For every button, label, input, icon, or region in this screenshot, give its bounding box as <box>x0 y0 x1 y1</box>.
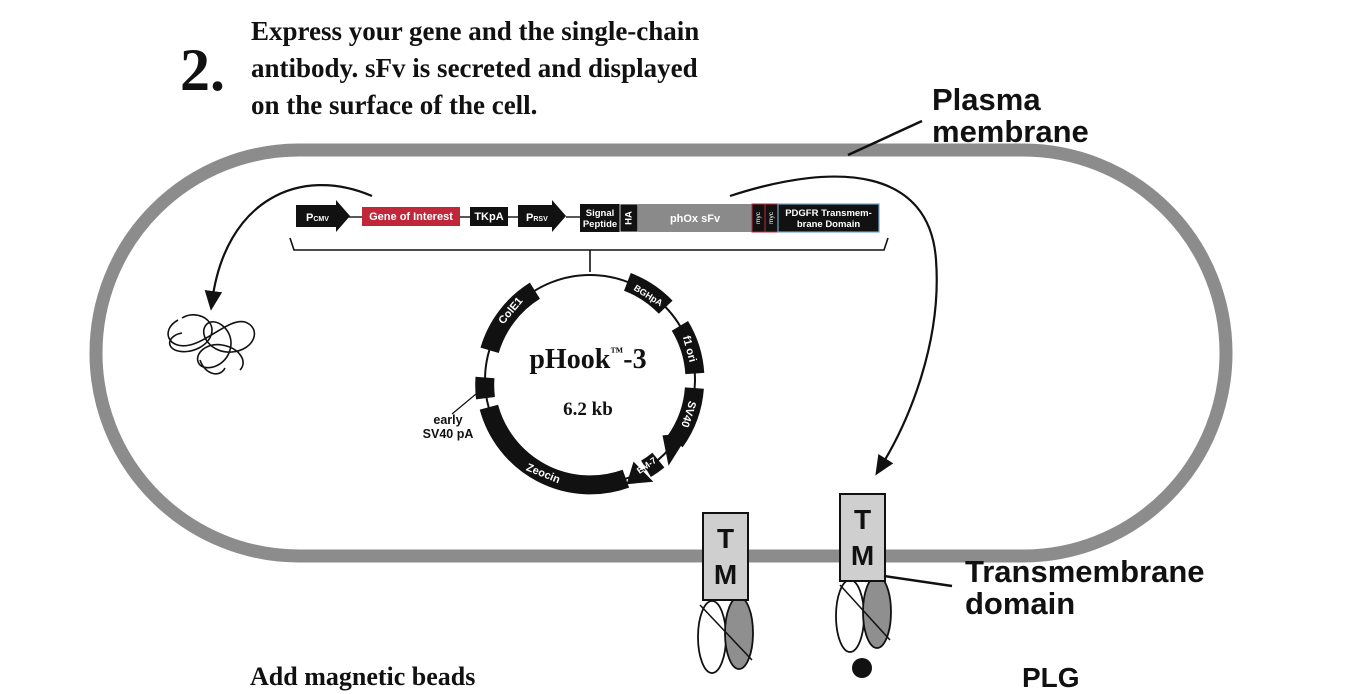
tm-label-line1: Transmembrane <box>965 554 1205 589</box>
pdgfr-line2: brane Domain <box>797 219 861 230</box>
diagram-svg: PCMV Gene of Interest TKpA PRSV Signal P… <box>89 119 1233 678</box>
phox-sfv-label: phOx sFv <box>670 213 721 225</box>
bottom-partial-label: PLG <box>1022 662 1080 693</box>
em7-arrowhead <box>626 461 654 485</box>
bottom-partial-heading: Add magnetic beads <box>250 662 476 691</box>
step-heading: Express your gene and the single-chain a… <box>251 13 771 124</box>
cell-membrane <box>89 143 1233 563</box>
plasma-membrane-label: Plasma membrane <box>932 84 1089 148</box>
transmembrane-pointer <box>883 574 953 588</box>
heading-line-1: Express your gene and the single-chain <box>251 16 700 46</box>
f1ori-arc <box>671 320 705 375</box>
tm-construct-right: T M <box>835 493 892 678</box>
plasma-membrane-pointer <box>847 119 923 157</box>
construct-bracket <box>289 237 889 251</box>
figure: PCMV Gene of Interest TKpA PRSV Signal P… <box>89 13 1233 693</box>
early-label: early <box>433 413 462 427</box>
construct-map: PCMV Gene of Interest TKpA PRSV Signal P… <box>296 200 880 233</box>
tm-m-right: M <box>851 540 874 571</box>
sv40pa-label: SV40 pA <box>423 427 474 441</box>
tm-t-left: T <box>717 523 734 554</box>
phox-sfv-box <box>638 204 752 232</box>
tm-box-right <box>839 493 886 582</box>
antibody-white-right <box>835 579 865 653</box>
heading-line-2: antibody. sFv is secreted and displayed <box>251 53 698 83</box>
zeocin-arc <box>479 404 630 495</box>
tm-label-line2: domain <box>965 586 1076 621</box>
plasma-label-line2: membrane <box>932 114 1089 149</box>
signal-peptide-line2: Peptide <box>583 219 617 230</box>
prsv-label: P <box>526 212 533 224</box>
bghpa-arc <box>623 273 673 315</box>
sv40-arrowhead <box>662 433 689 466</box>
tm-construct-left: T M <box>697 512 754 674</box>
tm-box-left <box>702 512 749 601</box>
pdgfr-line1: PDGFR Transmem- <box>785 208 872 219</box>
em7-arc <box>640 452 665 477</box>
pcmv-promoter: PCMV <box>296 200 350 232</box>
signal-peptide-line1: Signal <box>586 208 615 219</box>
tm-m-left: M <box>714 559 737 590</box>
gene-of-interest-label: Gene of Interest <box>369 211 453 223</box>
prsv-sub: RSV <box>533 216 548 223</box>
myc-label-1: myc <box>755 211 762 224</box>
gene-of-interest-box <box>362 207 460 226</box>
cole1-arc <box>480 282 541 354</box>
pcmv-label: P <box>306 212 313 224</box>
heading-line-3: on the surface of the cell. <box>251 90 538 120</box>
pdgfr-box <box>777 203 880 233</box>
antibody-slash-right <box>839 584 891 641</box>
svg-text:PRSV: PRSV <box>526 212 548 224</box>
plasma-label-line1: Plasma <box>932 82 1041 117</box>
plasmid-name: pHook™-3 <box>529 344 646 375</box>
plasmid-name-main: pHook <box>529 344 610 375</box>
tm-t-right: T <box>854 504 871 535</box>
arrow-to-protein <box>204 183 373 311</box>
antibody-gray-left <box>724 596 754 670</box>
antibody-white-left <box>697 600 727 674</box>
antibody-slash-left <box>699 604 753 661</box>
pcmv-sub: CMV <box>313 216 329 223</box>
early-sv40pa-pointer <box>451 393 477 415</box>
protein-tangle <box>167 314 256 375</box>
plasmid-size: 6.2 kb <box>563 399 613 420</box>
tkpa-label: TKpA <box>474 211 503 223</box>
myc-label-2: myc <box>768 211 775 224</box>
early-sv40pa-arc <box>475 376 495 400</box>
step-number: 2. <box>180 37 225 103</box>
transmembrane-domain-label: Transmembrane domain <box>965 556 1205 620</box>
plasmid-name-tm: ™ <box>610 344 623 359</box>
prsv-promoter: PRSV <box>518 200 566 232</box>
ha-label: HA <box>624 211 635 225</box>
magnetic-bead <box>852 658 872 678</box>
arrow-to-membrane <box>729 175 938 476</box>
signal-peptide-box <box>580 204 620 232</box>
plasmid-name-suffix: -3 <box>623 344 646 375</box>
tkpa-box <box>470 207 508 226</box>
svg-text:PCMV: PCMV <box>306 212 329 224</box>
plasmid-map: ColE1 BGHpA f1 ori SV40 EM-7 Zeocin earl… <box>423 273 705 495</box>
